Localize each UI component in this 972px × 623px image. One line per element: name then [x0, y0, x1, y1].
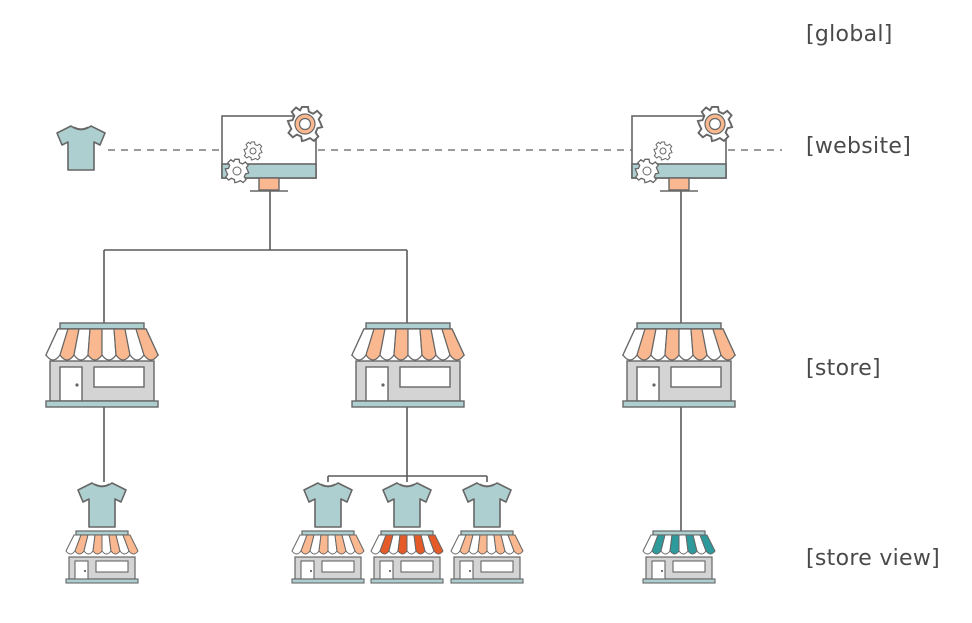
monitor-with-gears-icon: [632, 107, 732, 191]
small-storefront-icon: [450, 530, 524, 584]
t-shirt-icon: [303, 482, 353, 528]
store-view: [65, 482, 139, 584]
t-shirt-icon: [56, 125, 106, 171]
store-view: [642, 530, 716, 584]
t-shirt-icon: [382, 482, 432, 528]
store-views: [65, 482, 716, 584]
t-shirt-icon: [77, 482, 127, 528]
store-view: [370, 482, 444, 584]
monitor-with-gears-icon: [222, 107, 322, 191]
storefront-icon: [45, 322, 159, 408]
storefront-icon: [351, 322, 465, 408]
scope-label-store: [store]: [806, 356, 881, 381]
storefront-icon: [622, 322, 736, 408]
scope-label-store-view: [store view]: [806, 546, 941, 571]
store-view: [291, 482, 365, 584]
scope-label-global: [global]: [806, 22, 893, 47]
t-shirt-icon: [462, 482, 512, 528]
hierarchy-lines: [103, 190, 682, 532]
small-storefront-icon: [642, 530, 716, 584]
scope-label-website: [website]: [806, 134, 912, 159]
small-storefront-icon: [370, 530, 444, 584]
small-storefront-icon: [291, 530, 365, 584]
small-storefront-icon: [65, 530, 139, 584]
store-view: [450, 482, 524, 584]
